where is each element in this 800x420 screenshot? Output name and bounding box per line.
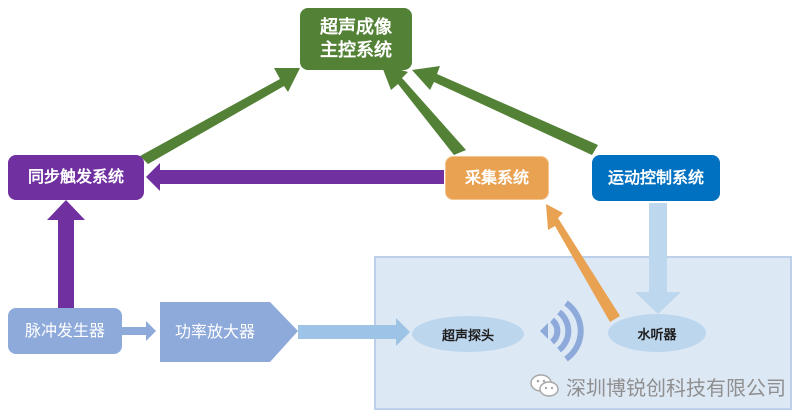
node-motion-control: 运动控制系统: [592, 155, 720, 201]
arrow-acquisition-to-sync: [146, 163, 444, 191]
node-power-amplifier: 功率放大器: [160, 302, 270, 362]
arrow-hydrophone-to-acquisition: [546, 204, 620, 322]
node-sync-trigger: 同步触发系统: [8, 155, 144, 200]
node-main-control-line2: 主控系统: [320, 40, 392, 61]
node-ultrasonic-probe: 超声探头: [412, 316, 524, 352]
node-sync-trigger-label: 同步触发系统: [27, 167, 124, 187]
node-pulse-generator-label: 脉冲发生器: [24, 320, 105, 340]
node-motion-control-label: 运动控制系统: [607, 167, 704, 187]
node-acquisition: 采集系统: [445, 156, 549, 200]
sound-wave-icon: [540, 300, 584, 362]
node-power-amplifier-shape: [160, 302, 298, 362]
watermark-text: 深圳博锐创科技有限公司: [566, 375, 786, 400]
node-hydrophone: 水听器: [608, 314, 706, 352]
arrow-amplifier-to-probe: [298, 318, 410, 346]
arrow-acquisition-to-main: [381, 64, 466, 155]
arrow-motion-to-hydrophone: [635, 203, 681, 314]
arrow-sync-to-main: [140, 68, 300, 164]
node-main-control-line1: 超声成像: [320, 16, 392, 38]
wechat-icon: [530, 374, 559, 397]
node-hydrophone-label: 水听器: [637, 327, 677, 343]
node-pulse-generator: 脉冲发生器: [8, 308, 122, 354]
arrow-pulse-to-amplifier: [122, 321, 156, 341]
node-acquisition-label: 采集系统: [464, 167, 529, 187]
node-ultrasonic-probe-label: 超声探头: [441, 328, 494, 344]
node-main-control: 超声成像 主控系统: [300, 8, 412, 70]
watermark: 深圳博锐创科技有限公司: [530, 372, 786, 400]
arrow-motion-to-main: [412, 66, 598, 155]
arrow-pulse-to-sync: [47, 200, 85, 308]
node-power-amplifier-label: 功率放大器: [174, 321, 255, 341]
